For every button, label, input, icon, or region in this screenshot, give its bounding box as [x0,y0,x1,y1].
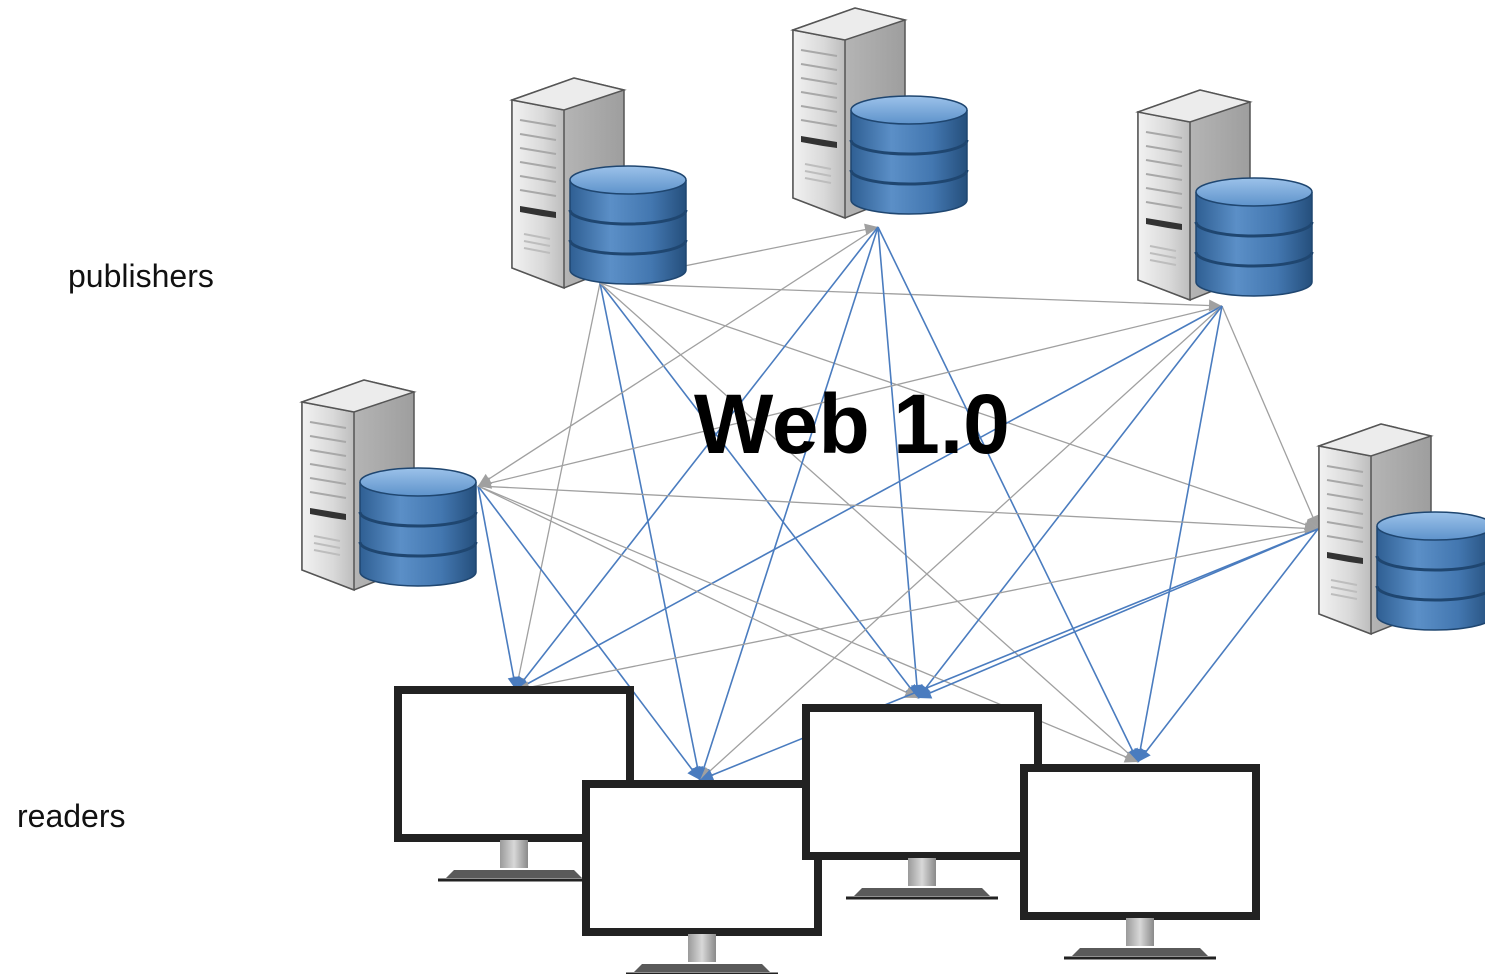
server-database-icon-server-4 [300,378,478,592]
server-database-icon-server-5 [1317,422,1485,636]
connection-line-server-2-monitor-1 [515,226,879,691]
server-database-icon-server-1 [510,76,688,290]
connection-line-server-3-server-4 [477,305,1223,487]
monitor-icon-monitor-3 [806,708,1038,898]
connection-line-server-2-monitor-3 [877,226,919,699]
connection-line-server-2-monitor-4 [877,226,1139,763]
arrowhead [1126,747,1138,762]
connection-line-server-2-monitor-2 [699,226,879,781]
connection-line-server-3-monitor-4 [1137,305,1223,763]
connection-line-server-1-monitor-1 [515,282,601,691]
connection-line-server-2-server-4 [477,226,879,487]
connection-line-server-3-monitor-2 [699,305,1223,781]
connection-line-server-4-monitor-2 [477,485,701,781]
server-database-icon-server-2 [791,6,969,220]
monitor-icon-monitor-4 [1024,768,1256,958]
connection-line-server-3-monitor-3 [917,305,1223,699]
arrowhead [918,687,933,699]
connection-line-server-4-monitor-3 [477,485,919,699]
server-database-icon-server-3 [1136,88,1314,302]
arrowhead [864,223,878,236]
connection-line-server-4-monitor-1 [477,485,517,691]
connection-line-server-1-monitor-2 [599,282,701,781]
arrowhead [1138,748,1151,762]
publishers-label: publishers [68,258,214,294]
arrowhead [1307,514,1319,529]
monitor-icon-monitor-2 [586,784,818,974]
connection-lines [477,223,1319,781]
arrowhead [687,766,700,780]
connection-line-server-3-server-5 [1221,305,1319,530]
readers-label: readers [17,798,126,834]
connection-line-server-1-server-5 [599,282,1319,530]
connection-line-server-1-monitor-4 [599,282,1139,763]
arrowhead [1123,751,1138,763]
arrowhead [700,769,715,781]
connection-line-server-5-monitor-4 [1137,528,1319,763]
connection-line-server-3-monitor-1 [515,305,1223,691]
connection-line-server-4-server-5 [477,485,1319,530]
connection-line-server-5-monitor-1 [515,528,1319,691]
connection-line-server-1-monitor-3 [599,282,919,699]
connection-line-server-5-monitor-3 [917,528,1319,699]
